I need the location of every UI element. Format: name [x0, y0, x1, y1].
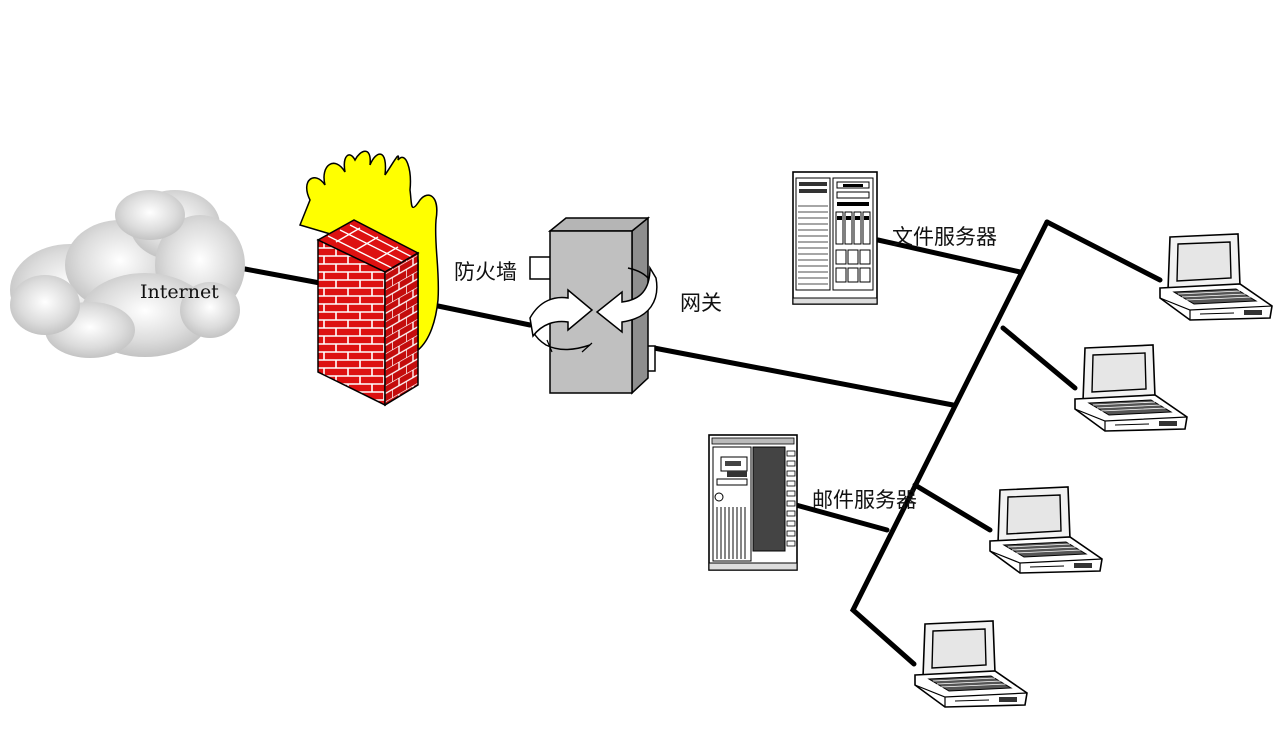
firewall-label: 防火墙: [454, 260, 517, 284]
link-gateway-backbone: [651, 345, 956, 408]
laptop-icon: [989, 486, 1103, 574]
internet-label: Internet: [140, 281, 219, 303]
firewall-brick-wall-icon: [298, 150, 440, 407]
link-internet-firewall: [242, 266, 323, 286]
link-firewall-gateway: [435, 303, 533, 328]
tower-server-icon: [708, 434, 798, 571]
file-server-label: 文件服务器: [892, 225, 997, 249]
flame-shape: [298, 150, 440, 352]
links: [242, 219, 1163, 667]
tower-server-icon: [792, 171, 878, 305]
link-file-server: [875, 237, 1023, 275]
laptop-icon: [1159, 233, 1273, 321]
link-laptop-1: [1044, 219, 1163, 283]
link-laptop-3: [912, 482, 993, 533]
backbone-line: [849, 219, 1050, 667]
link-laptop-2: [1000, 325, 1078, 391]
link-mail-server: [793, 502, 890, 533]
cloud-icon: [10, 190, 245, 358]
mail-server-label: 邮件服务器: [812, 488, 917, 512]
gateway-label: 网关: [680, 291, 722, 315]
gateway-router-icon: [529, 216, 658, 395]
laptop-icon: [914, 620, 1028, 708]
laptop-icon: [1074, 344, 1188, 432]
